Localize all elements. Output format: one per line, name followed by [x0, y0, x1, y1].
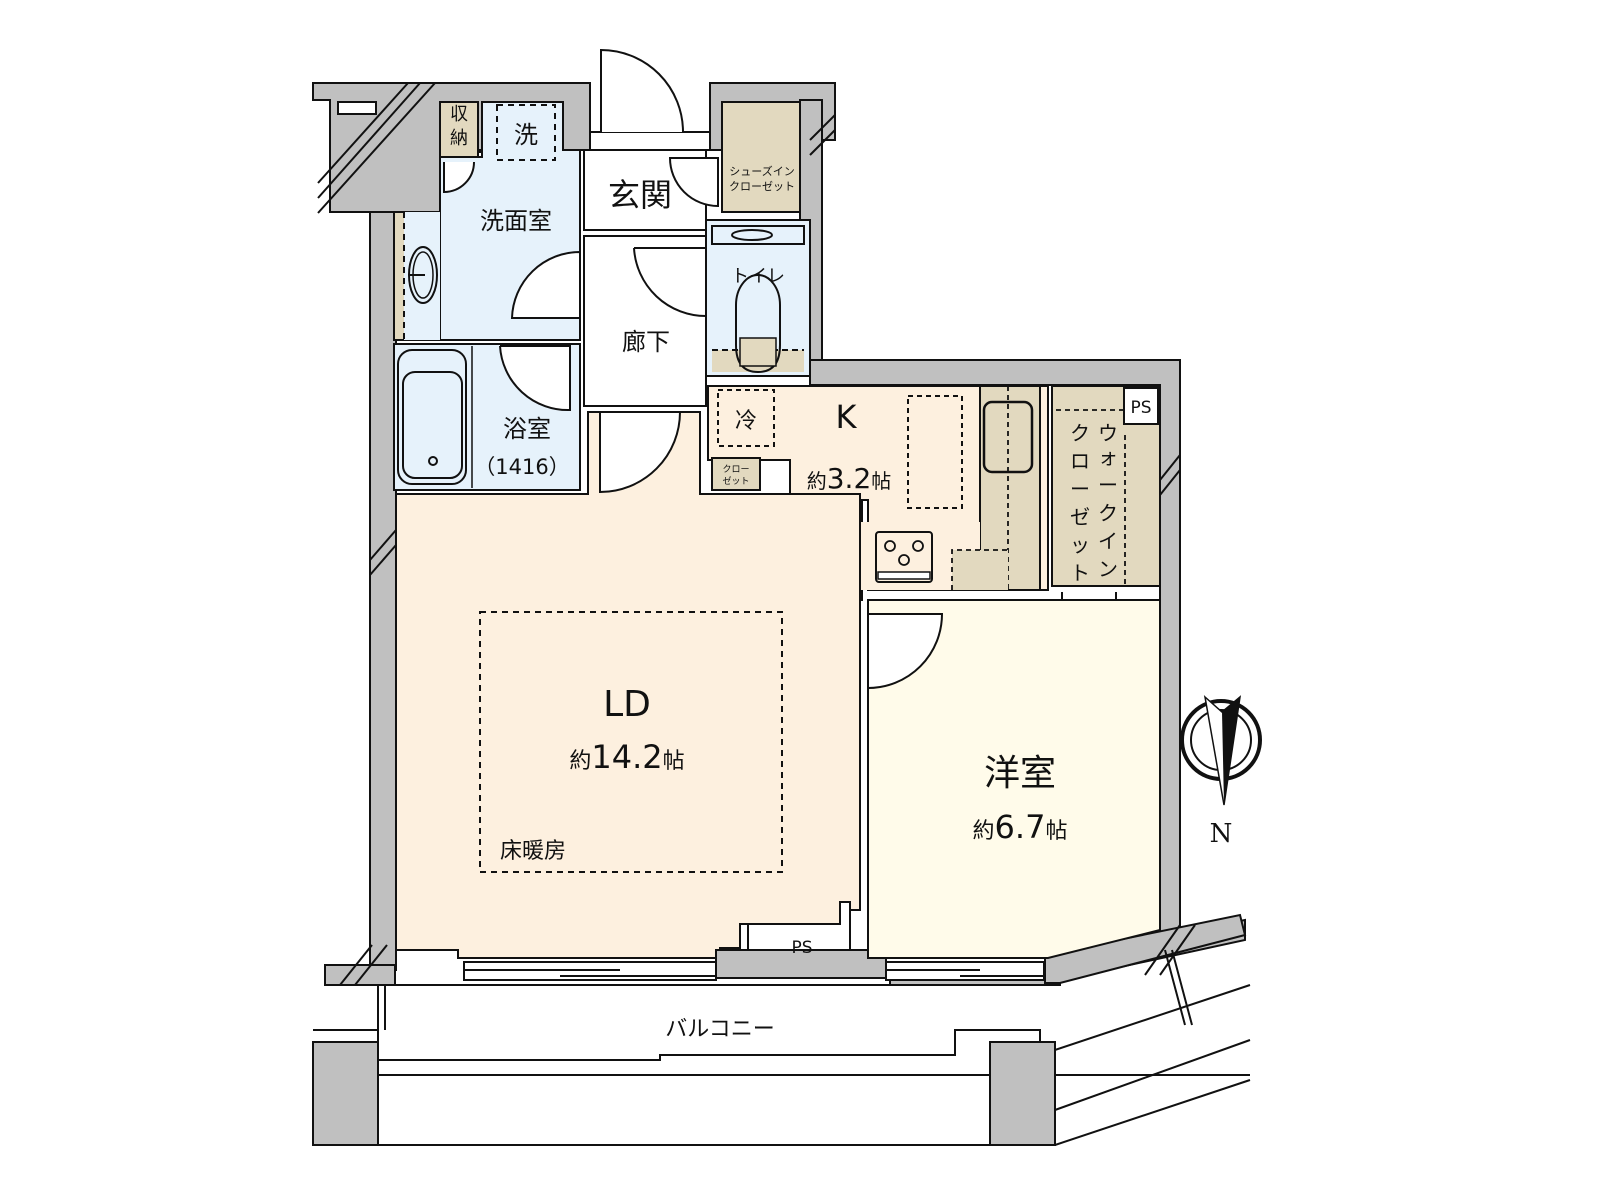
western-room-door[interactable]	[867, 613, 944, 690]
western-room	[867, 599, 1161, 959]
floor-heating-zone	[479, 611, 783, 873]
balcony-label: バルコニー	[665, 1017, 775, 1042]
washer-label: 洗	[514, 121, 538, 149]
sink-icon	[408, 246, 438, 304]
wall-hatching	[317, 82, 1196, 986]
shoe-closet-label-1: シューズイン	[729, 164, 794, 178]
svg-text:ト: ト	[1070, 561, 1090, 585]
storage-door[interactable]	[443, 161, 475, 194]
kitchen-island-space	[907, 395, 963, 509]
ld-area: 約14.2帖	[569, 738, 684, 776]
washer-space	[496, 104, 556, 161]
shoe-closet	[721, 101, 801, 213]
pipe-space-top-label: PS	[1130, 398, 1151, 418]
svg-text:ン: ン	[1098, 557, 1118, 581]
washroom-label: 洗面室	[480, 207, 552, 235]
closet-small	[711, 457, 761, 491]
svg-text:ロ: ロ	[1070, 449, 1090, 473]
bathroom-door[interactable]	[499, 345, 571, 412]
toilet-sink-icon	[731, 229, 773, 241]
fridge-label: 冷	[735, 409, 757, 434]
svg-text:ク: ク	[1098, 501, 1118, 525]
svg-text:ー: ー	[1070, 477, 1090, 501]
washroom-door[interactable]	[510, 251, 581, 319]
svg-text:ウ: ウ	[1098, 421, 1118, 445]
front-door[interactable]	[600, 48, 684, 133]
toilet-door[interactable]	[633, 247, 707, 318]
hallway-ld-door[interactable]	[599, 411, 682, 494]
walk-in-closet-label: ウ ォ ー ク イ ン ク ロ ー ゼ ッ ト	[1070, 421, 1118, 585]
hallway-label: 廊下	[622, 328, 670, 356]
north-arrow-icon	[1180, 695, 1262, 806]
toilet-label: トイレ	[731, 266, 785, 287]
compass-label: N	[1210, 819, 1233, 849]
fridge-space	[717, 389, 775, 447]
svg-text:ォ: ォ	[1098, 445, 1118, 469]
pipe-space-top	[1123, 387, 1159, 425]
toilet-bowl-icon	[735, 274, 781, 374]
kitchen-label: K	[836, 398, 858, 436]
svg-text:ー: ー	[1098, 473, 1118, 497]
shoe-closet-door[interactable]	[668, 157, 719, 208]
western-room-area: 約6.7帖	[973, 808, 1068, 846]
kitchen-area: 約3.2帖	[807, 462, 892, 495]
balcony	[312, 949, 1251, 1146]
stove-icon	[875, 531, 933, 583]
bathroom-label: 浴室	[503, 415, 551, 443]
storage-small	[439, 101, 479, 158]
bathtub-icon	[397, 349, 467, 485]
pipe-space-bottom-label: PS	[791, 938, 812, 958]
storage-small-label-1: 収	[450, 104, 468, 125]
bathroom-size: （1416）	[474, 455, 569, 479]
closet-small-label-2: ゼット	[722, 475, 749, 487]
svg-text:ク: ク	[1070, 421, 1090, 445]
svg-text:ゼ: ゼ	[1070, 505, 1090, 529]
shoe-closet-label-2: クローゼット	[729, 180, 795, 193]
western-room-label: 洋室	[984, 753, 1056, 794]
entrance-label: 玄関	[608, 176, 672, 214]
closet-small-label-1: クロー	[722, 464, 749, 475]
kitchen-sink-icon	[982, 400, 1034, 474]
floor-heating-label: 床暖房	[500, 839, 566, 864]
svg-text:イ: イ	[1098, 529, 1118, 553]
balcony-windows[interactable]	[463, 961, 1045, 981]
storage-small-label-2: 納	[450, 128, 468, 149]
wall-vent	[337, 101, 377, 115]
ld-label: LD	[603, 684, 651, 725]
svg-text:ッ: ッ	[1070, 533, 1090, 557]
